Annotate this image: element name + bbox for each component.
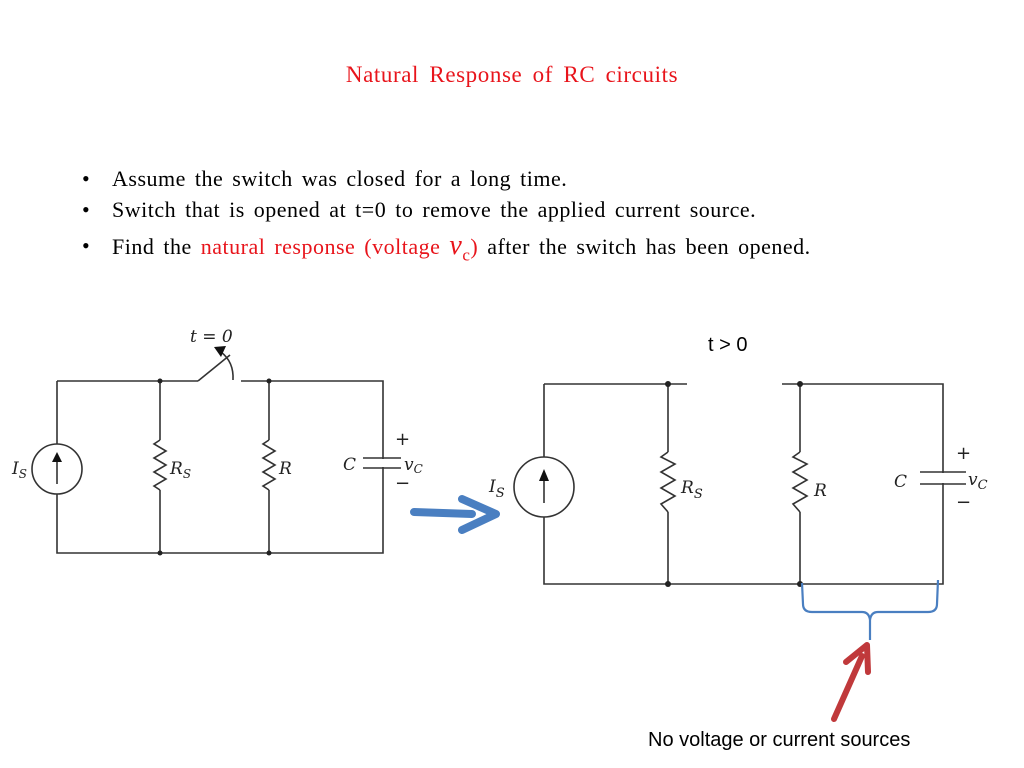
vc-subscript: c bbox=[462, 245, 471, 265]
minus-sign: − bbox=[395, 473, 410, 494]
switch-blade bbox=[197, 354, 231, 382]
switch-arc-icon bbox=[220, 351, 234, 381]
source-arrow-head-icon bbox=[52, 452, 62, 462]
node-dot bbox=[266, 550, 272, 556]
bullet-dot: • bbox=[82, 197, 91, 222]
resistor-r-icon bbox=[791, 451, 809, 513]
bullet-list: • Assume the switch was closed for a lon… bbox=[78, 163, 958, 272]
plus-sign: + bbox=[956, 443, 971, 464]
c-label: C bbox=[343, 455, 356, 475]
source-label: IS bbox=[488, 477, 505, 501]
switch-arrow-head-icon bbox=[214, 346, 226, 357]
capacitor-gap bbox=[380, 459, 386, 467]
switch-label: t = 0 bbox=[190, 327, 233, 347]
r-label: R bbox=[278, 459, 292, 479]
bullet-text: Assume the switch was closed for a long … bbox=[112, 166, 568, 191]
bullet-text-suffix: after the switch has been opened. bbox=[478, 234, 811, 259]
bullet-text-prefix: Find the bbox=[112, 234, 201, 259]
node-dot bbox=[797, 381, 803, 387]
wire bbox=[543, 383, 944, 585]
resistor-rs-icon bbox=[152, 439, 168, 491]
callout-text: No voltage or current sources bbox=[648, 729, 911, 751]
wire bbox=[56, 380, 384, 554]
node-dot bbox=[665, 381, 671, 387]
bullet-dot: • bbox=[82, 233, 91, 258]
rs-label: RS bbox=[680, 478, 703, 502]
bullet-dot: • bbox=[82, 166, 91, 191]
resistor-r-icon bbox=[261, 439, 277, 491]
source-arrow-head-icon bbox=[539, 469, 549, 481]
brace-icon bbox=[800, 579, 940, 640]
r-label: R bbox=[813, 481, 827, 501]
vc-variable: vc bbox=[449, 230, 470, 265]
transition-arrow-icon bbox=[410, 495, 500, 534]
bullet-item: • Find the natural response (voltage vc)… bbox=[78, 229, 958, 272]
vc-label: vC bbox=[968, 470, 988, 493]
bullet-text: Switch that is opened at t=0 to remove t… bbox=[112, 197, 757, 222]
c-label: C bbox=[894, 472, 907, 492]
node-dot bbox=[157, 378, 163, 384]
vc-label: vC bbox=[404, 455, 423, 476]
callout-arrow-icon bbox=[831, 642, 871, 722]
circuit-before bbox=[31, 346, 401, 556]
rs-label: RS bbox=[169, 459, 191, 481]
capacitor-icon bbox=[920, 471, 966, 485]
plus-sign: + bbox=[395, 429, 410, 450]
vc-main: v bbox=[449, 230, 463, 261]
capacitor-icon bbox=[363, 457, 401, 469]
highlight-close: ) bbox=[470, 234, 479, 259]
node-dot bbox=[266, 378, 272, 384]
highlight-text: natural response (voltage bbox=[200, 234, 450, 259]
node-dot bbox=[157, 550, 163, 556]
bullet-item: • Assume the switch was closed for a lon… bbox=[78, 163, 958, 194]
node-dot bbox=[665, 581, 671, 587]
minus-sign: − bbox=[956, 492, 971, 513]
capacitor-gap bbox=[940, 473, 946, 483]
bullet-item: • Switch that is opened at t=0 to remove… bbox=[78, 194, 958, 225]
time-label: t > 0 bbox=[708, 334, 748, 356]
circuit-after bbox=[513, 381, 966, 587]
resistor-rs-icon bbox=[659, 451, 677, 513]
slide-title: Natural Response of RC circuits bbox=[345, 62, 679, 87]
source-label: IS bbox=[11, 459, 27, 481]
